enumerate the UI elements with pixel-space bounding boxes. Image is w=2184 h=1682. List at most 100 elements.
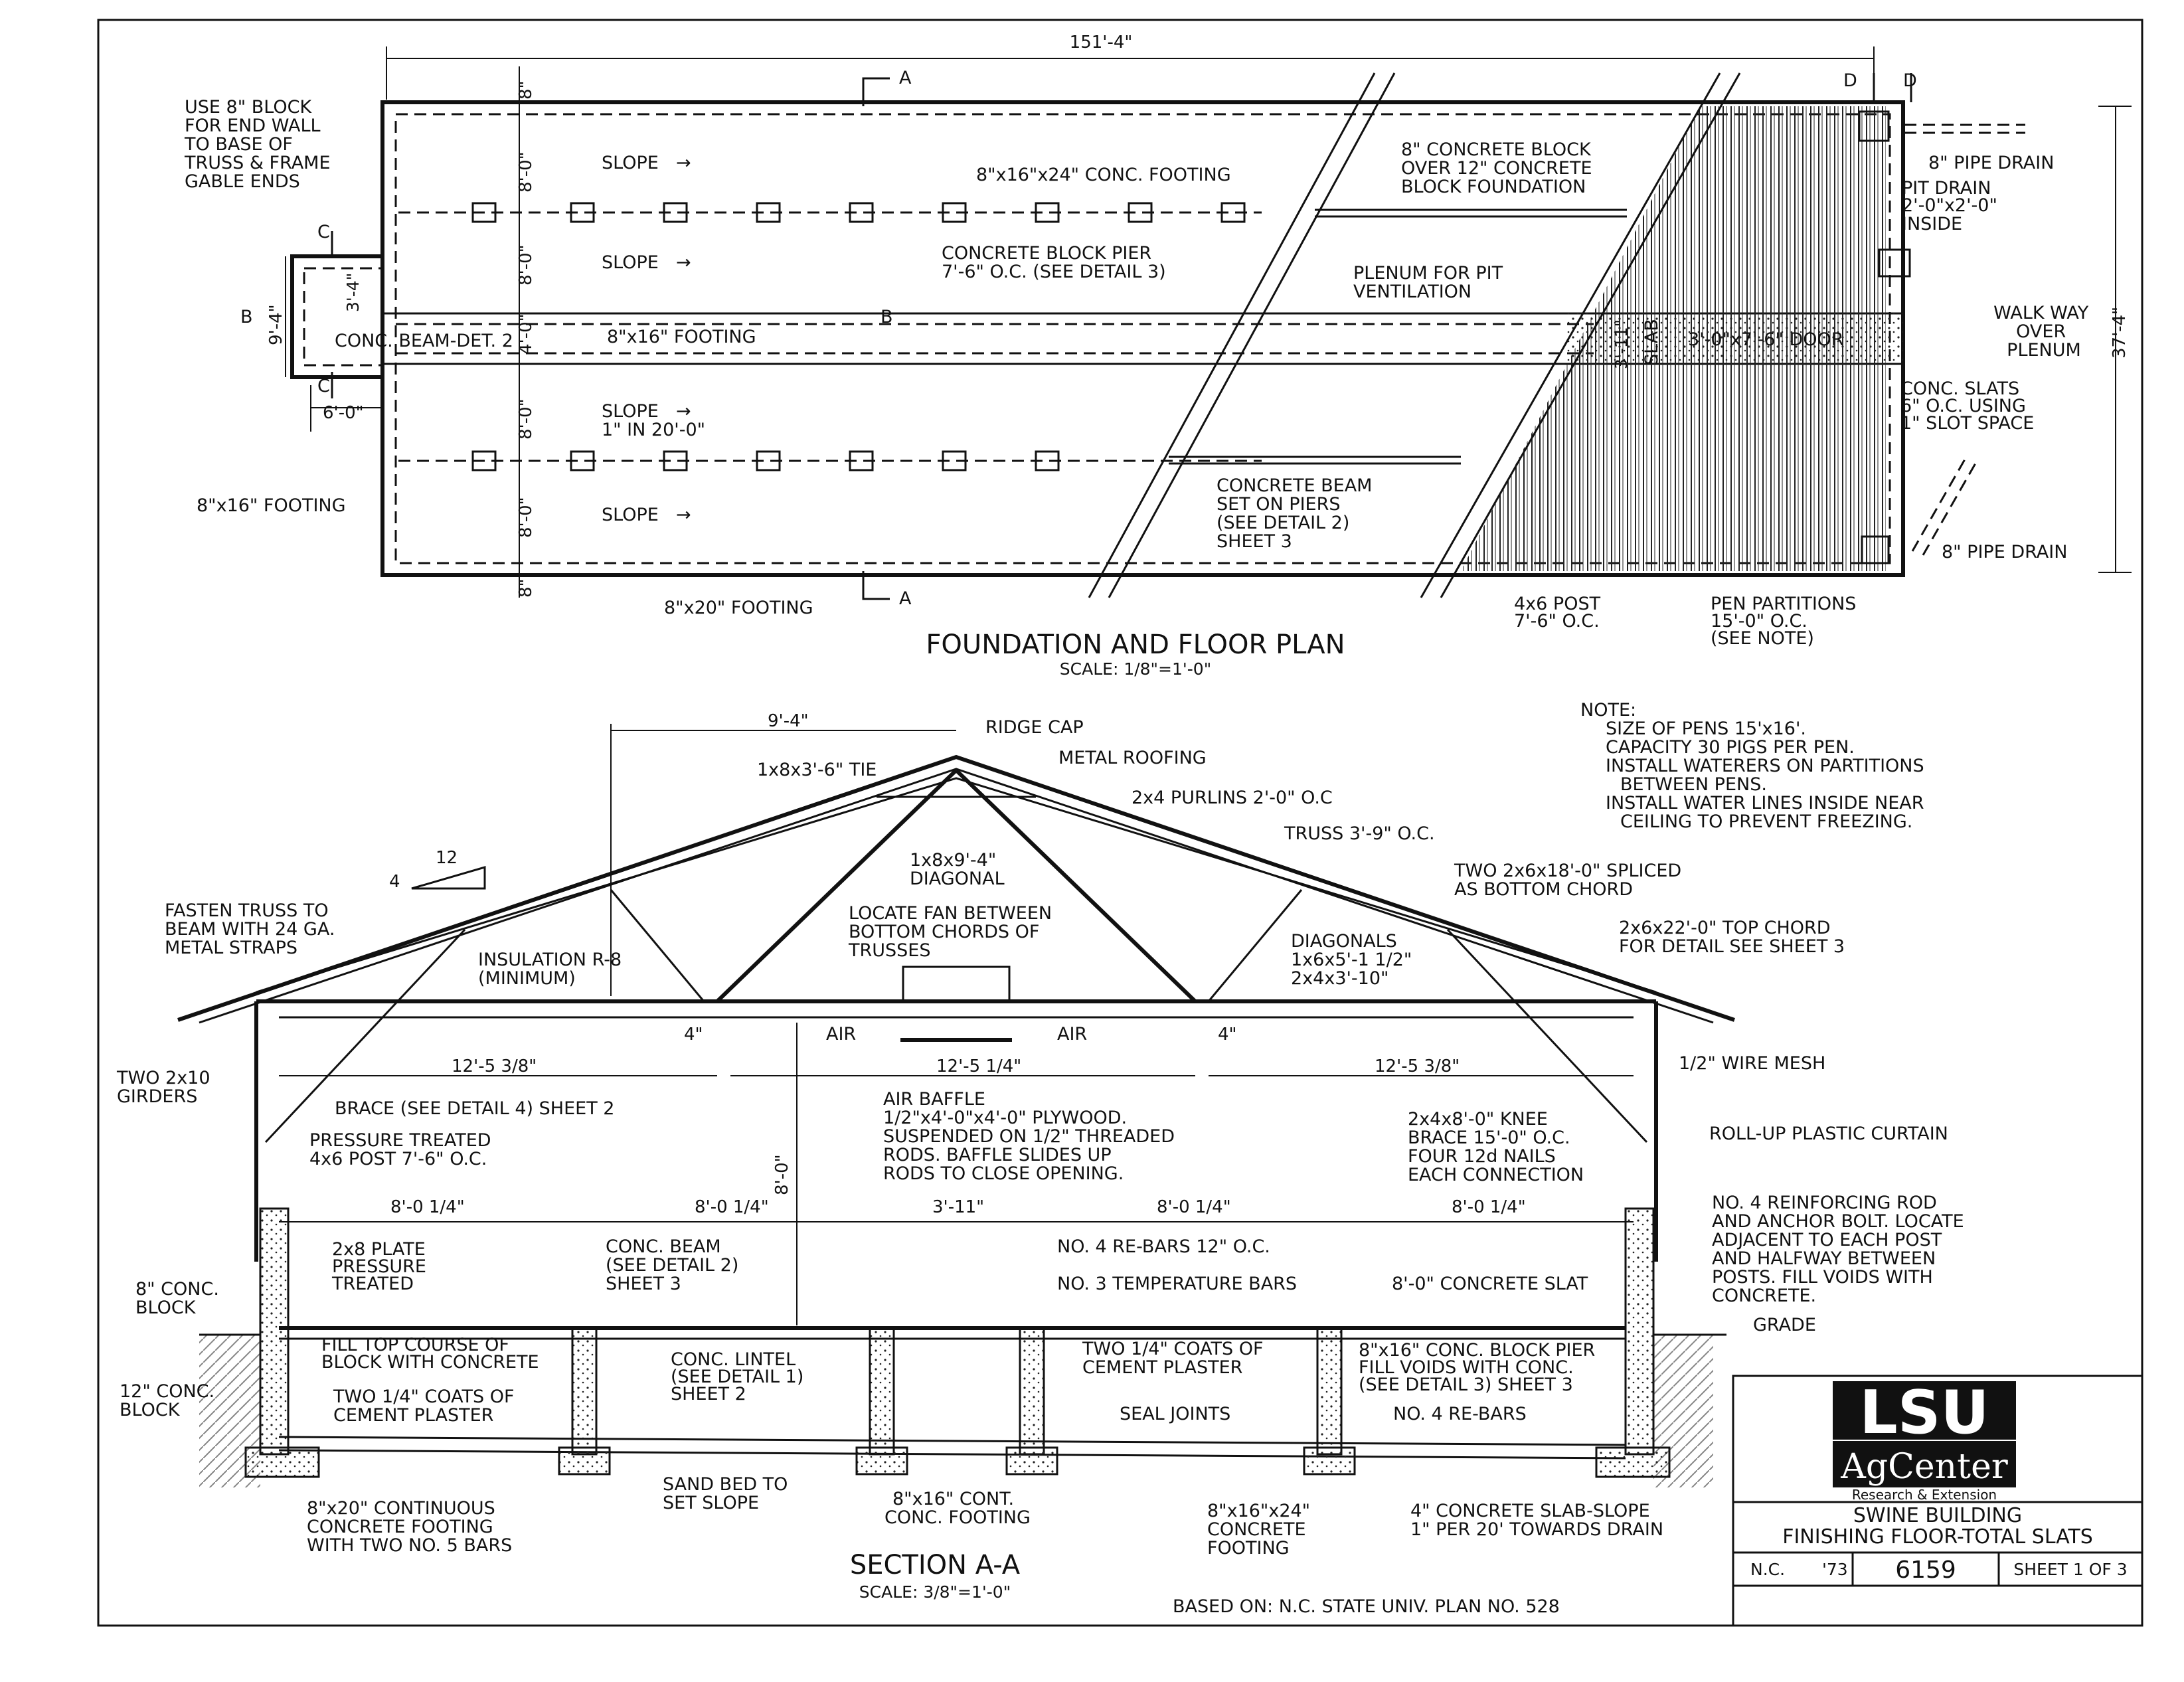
slat-label: 8'-0" CONCRETE SLAT: [1392, 1274, 1588, 1294]
pier-row-upper: [471, 202, 1246, 223]
conc-footing-label: 8"x16"x24" CONC. FOOTING: [976, 165, 1231, 185]
pier-row-lower: [471, 450, 1060, 471]
walkway-label: WALK WAY OVER PLENUM: [1993, 303, 2094, 361]
marker-c-bottom: C: [317, 376, 330, 396]
slope-rate: 1" IN 20'-0": [602, 420, 705, 440]
slope-label-4: SLOPE: [602, 505, 659, 525]
dim-right-span: 12'-5 3/8": [1375, 1056, 1460, 1076]
truss-diagonal-right: [954, 768, 1197, 1003]
partitions-label: PEN PARTITIONS 15'-0" O.C. (SEE NOTE): [1711, 594, 1862, 649]
curtain-label: ROLL-UP PLASTIC CURTAIN: [1709, 1124, 1948, 1144]
overall-dim: 151'-4": [1070, 33, 1133, 52]
entry-bumpout: [290, 254, 384, 379]
marker-a-top: A: [899, 68, 912, 88]
beam-det-label: CONC. BEAM-DET. 2: [335, 331, 513, 351]
post-label: 4x6 POST 7'-6" O.C.: [1514, 594, 1606, 631]
rebars-label: NO. 4 RE-BARS: [1393, 1404, 1527, 1424]
dim-6ft: 6'-0": [323, 403, 364, 423]
fill-top-label: FILL TOP COURSE OF BLOCK WITH CONCRETE: [321, 1335, 539, 1373]
slats-label: CONC. SLATS 6" O.C. USING 1" SLOT SPACE: [1900, 378, 2034, 434]
dim-4in-left: 4": [684, 1025, 703, 1045]
conc-beam-label: CONCRETE BEAM SET ON PIERS (SEE DETAIL 2…: [1217, 475, 1378, 552]
pit-slab: [278, 1436, 1626, 1446]
slab-label: SLAB: [1641, 319, 1662, 365]
end-wall-note: USE 8" BLOCK FOR END WALL TO BASE OF TRU…: [184, 97, 336, 192]
dim-left-span: 12'-5 3/8": [452, 1056, 537, 1076]
svg-text:LSU: LSU: [1859, 1378, 1989, 1448]
svg-text:→: →: [676, 252, 691, 273]
insulation-label: INSULATION R-8 (MINIMUM): [478, 950, 628, 989]
dim-8ft-d: 8'-0": [516, 497, 536, 538]
footing-816-left-label: 8"x16" FOOTING: [197, 495, 346, 516]
marker-d-right: D: [1903, 70, 1917, 91]
marker-b-left: B: [240, 307, 253, 327]
pier-label: CONCRETE BLOCK PIER 7'-6" O.C. (SEE DETA…: [942, 243, 1166, 282]
tie-label: 1x8x3'-6" TIE: [757, 760, 877, 780]
ventilation-fan: [902, 966, 1011, 1003]
sand-label: SAND BED TO SET SLOPE: [663, 1474, 794, 1513]
fan-label: LOCATE FAN BETWEEN BOTTOM CHORDS OF TRUS…: [848, 903, 1058, 961]
dim-center-span: 12'-5 1/4": [936, 1056, 1021, 1076]
diagonals-label: DIAGONALS 1x6x5'-1 1/2" 2x4x3'-10": [1291, 931, 1418, 989]
dim-8ft-b: 8'-0": [516, 244, 536, 286]
cont-conc-label: 8"x16" CONT. CONC. FOOTING: [884, 1489, 1031, 1528]
block-over-label: 8" CONCRETE BLOCK OVER 12" CONCRETE BLOC…: [1401, 139, 1598, 197]
truss-label: TRUSS 3'-9" O.C.: [1284, 823, 1435, 844]
dim-4in-right: 4": [1218, 1025, 1237, 1045]
walkway-plenum: [1567, 313, 1903, 364]
seal-label: SEAL JOINTS: [1120, 1404, 1230, 1424]
plaster-label: TWO 1/4" COATS OF CEMENT PLASTER: [1082, 1339, 1269, 1378]
origin-label: N.C.: [1750, 1560, 1785, 1579]
marker-b-right: B: [881, 307, 893, 327]
marker-d-left: D: [1843, 70, 1857, 91]
dim-4ft: 4'-0": [516, 313, 536, 355]
diagonal-label: 1x8x9'-4" DIAGONAL: [910, 850, 1005, 889]
pitch-rise: 4: [389, 872, 400, 892]
door-label: 3'-0"x7'-6" DOOR: [1688, 329, 1844, 350]
fasten-label: FASTEN TRUSS TO BEAM WITH 24 GA. METAL S…: [165, 900, 341, 958]
sheet-border: [97, 19, 2143, 1627]
marker-a-bottom: A: [899, 588, 912, 609]
rod-label: NO. 4 REINFORCING ROD AND ANCHOR BOLT. L…: [1712, 1193, 1970, 1306]
slope-label-1: SLOPE: [602, 153, 659, 173]
slope-label-2: SLOPE: [602, 252, 659, 273]
bottom-chord-label: TWO 2x6x18'-0" SPLICED AS BOTTOM CHORD: [1454, 861, 1687, 900]
plan-number: 6159: [1895, 1556, 1956, 1584]
note-block: NOTE: SIZE OF PENS 15'x16'. CAPACITY 30 …: [1580, 700, 1930, 832]
plan-title: FOUNDATION AND FLOOR PLAN: [926, 630, 1345, 660]
roofing-label: METAL ROOFING: [1058, 748, 1207, 768]
width-dim: 37'-4": [2110, 307, 2130, 359]
footing-820-label: 8"x20" FOOTING: [664, 598, 813, 618]
baffle-label: AIR BAFFLE 1/2"x4'-0"x4'-0" PLYWOOD. SUS…: [883, 1089, 1181, 1184]
dim-bay-3: 3'-11": [932, 1197, 984, 1217]
dim-height: 8'-0": [772, 1154, 792, 1195]
slab-slope-label: 4" CONCRETE SLAB-SLOPE 1" PER 20' TOWARD…: [1410, 1501, 1663, 1540]
right-block-wall: [1624, 1207, 1655, 1456]
plan-scale: SCALE: 1/8"=1'-0": [1060, 659, 1211, 679]
lintel-label: CONC. LINTEL (SEE DETAIL 1) SHEET 2: [671, 1349, 809, 1404]
dim-8ft-c: 8'-0": [516, 398, 536, 440]
marker-c-top: C: [317, 222, 330, 242]
beam-label: CONC. BEAM (SEE DETAIL 2) SHEET 3: [606, 1236, 744, 1294]
svg-text:→: →: [676, 505, 691, 525]
roof-line: [177, 754, 1735, 1022]
svg-text:Research & Extension: Research & Extension: [1852, 1487, 1997, 1503]
plenum-fan-box: [1878, 248, 1911, 278]
lsu-agcenter-logo: LSU AgCenter Research & Extension: [1833, 1378, 2016, 1503]
sheet-label: SHEET 1 OF 3: [2013, 1560, 2127, 1579]
year-label: '73: [1822, 1560, 1848, 1579]
title-line-1: SWINE BUILDING: [1853, 1504, 2022, 1527]
dim-bay-4: 8'-0 1/4": [1157, 1197, 1231, 1217]
ridge-cap-label: RIDGE CAP: [985, 717, 1084, 738]
air-label-right: AIR: [1057, 1024, 1087, 1045]
air-label-left: AIR: [826, 1024, 856, 1045]
pipe-drain-label: 8" PIPE DRAIN: [1928, 153, 2054, 173]
wire-mesh-label: 1/2" WIRE MESH: [1679, 1053, 1825, 1074]
title-line-2: FINISHING FLOOR-TOTAL SLATS: [1782, 1525, 2093, 1549]
purlins-label: 2x4 PURLINS 2'-0" O.C: [1132, 788, 1333, 808]
dim-bay-1: 8'-0 1/4": [390, 1197, 465, 1217]
block8-label: 8" CONC. BLOCK: [135, 1279, 225, 1318]
plaster2-label: TWO 1/4" COATS OF CEMENT PLASTER: [333, 1387, 520, 1426]
pitch-run: 12: [436, 848, 458, 868]
